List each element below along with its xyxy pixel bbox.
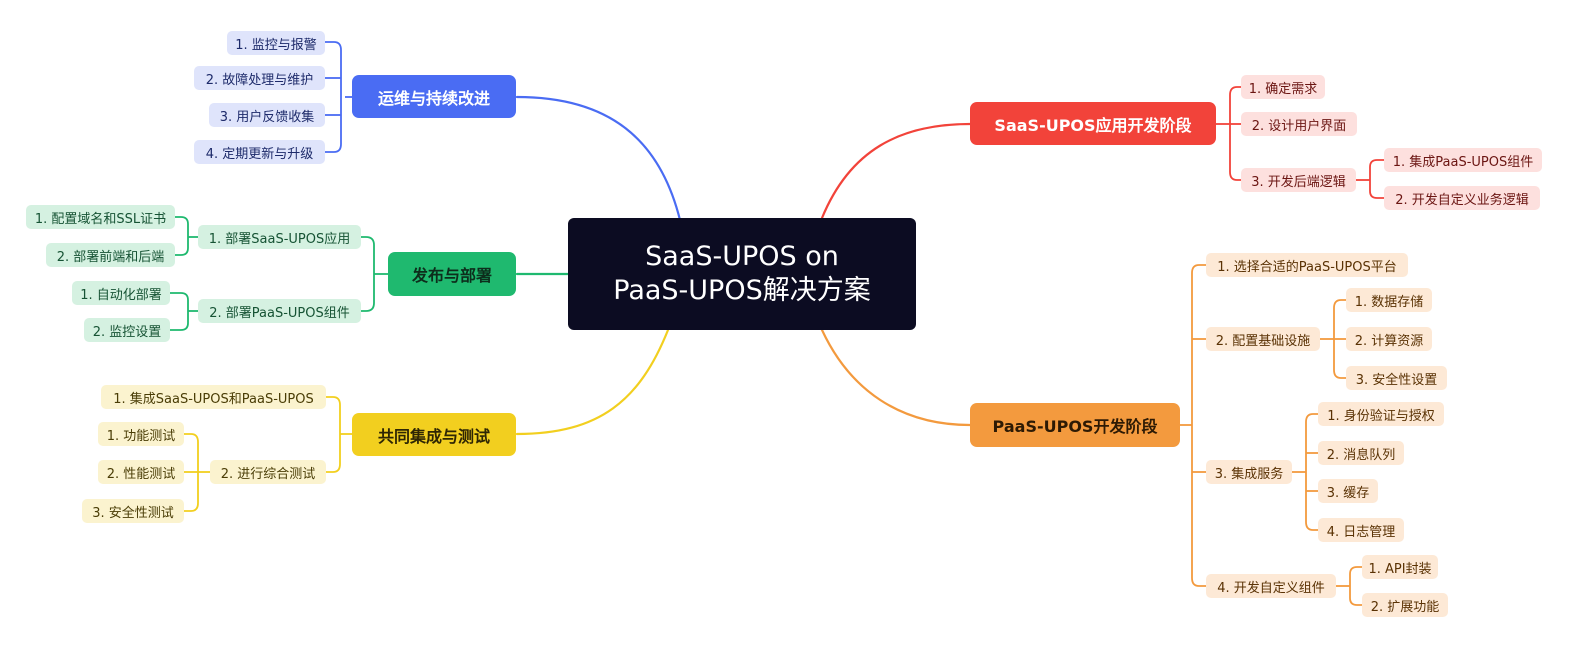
deploy-saas-item-2[interactable]: 2. 部署前端和后端 (46, 243, 175, 267)
integration-test-item-3-label: 3. 安全性测试 (92, 505, 174, 521)
integration-test-item-2[interactable]: 2. 性能测试 (98, 460, 184, 484)
connector-integration-group (184, 396, 352, 512)
ops-item-2[interactable]: 2. 故障处理与维护 (194, 66, 325, 90)
integration-integrate[interactable]: 1. 集成SaaS-UPOS和PaaS-UPOS (101, 385, 326, 409)
root-title-line2: PaaS-UPOS解决方案 (613, 275, 871, 306)
branch-saas-dev[interactable]: SaaS-UPOS应用开发阶段 (970, 102, 1216, 145)
ops-item-4-label: 4. 定期更新与升级 (205, 146, 314, 162)
deploy-saas-label: 1. 部署SaaS-UPOS应用 (208, 231, 351, 247)
root-node[interactable]: SaaS-UPOS on PaaS-UPOS解决方案 (568, 218, 916, 330)
paas-dev-services-label: 3. 集成服务 (1214, 466, 1284, 482)
paas-dev-services-item-4-label: 4. 日志管理 (1326, 524, 1396, 540)
saas-dev-backend-item-2-label: 2. 开发自定义业务逻辑 (1395, 192, 1529, 208)
deploy-saas[interactable]: 1. 部署SaaS-UPOS应用 (198, 225, 361, 249)
deploy-paas-item-1-label: 1. 自动化部署 (80, 287, 162, 303)
branch-integration[interactable]: 共同集成与测试 (352, 413, 516, 456)
branch-paas-dev-label: PaaS-UPOS开发阶段 (992, 417, 1158, 436)
deploy-paas-item-1[interactable]: 1. 自动化部署 (72, 281, 170, 305)
ops-item-4[interactable]: 4. 定期更新与升级 (194, 140, 325, 164)
deploy-saas-item-1[interactable]: 1. 配置域名和SSL证书 (26, 205, 175, 229)
saas-dev-backend[interactable]: 3. 开发后端逻辑 (1241, 168, 1356, 192)
deploy-paas[interactable]: 2. 部署PaaS-UPOS组件 (198, 299, 361, 323)
paas-dev-infra-item-1-label: 1. 数据存储 (1354, 294, 1424, 310)
branch-deploy-label: 发布与部署 (411, 266, 492, 285)
paas-dev-services-item-3[interactable]: 3. 缓存 (1318, 479, 1378, 503)
integration-test-item-1-label: 1. 功能测试 (106, 428, 176, 444)
paas-dev-services-item-1[interactable]: 1. 身份验证与授权 (1318, 402, 1444, 426)
deploy-saas-item-2-label: 2. 部署前端和后端 (56, 249, 165, 265)
ops-item-3[interactable]: 3. 用户反馈收集 (209, 103, 325, 127)
paas-dev-components-item-2[interactable]: 2. 扩展功能 (1362, 593, 1448, 617)
paas-dev-infra-label: 2. 配置基础设施 (1215, 333, 1311, 349)
saas-dev-backend-item-2[interactable]: 2. 开发自定义业务逻辑 (1384, 186, 1540, 210)
paas-dev-infra-item-2[interactable]: 2. 计算资源 (1346, 327, 1432, 351)
paas-dev-components-item-2-label: 2. 扩展功能 (1370, 599, 1440, 615)
paas-dev-services-item-4[interactable]: 4. 日志管理 (1318, 518, 1404, 542)
saas-dev-backend-item-1-label: 1. 集成PaaS-UPOS组件 (1392, 154, 1534, 170)
saas-dev-backend-label: 3. 开发后端逻辑 (1251, 174, 1346, 190)
paas-dev-infra-item-2-label: 2. 计算资源 (1354, 333, 1424, 349)
connector-root-ops (515, 95, 682, 222)
paas-dev-components-label: 4. 开发自定义组件 (1217, 580, 1325, 596)
integration-test-item-1[interactable]: 1. 功能测试 (98, 422, 184, 446)
integration-integrate-label: 1. 集成SaaS-UPOS和PaaS-UPOS (113, 391, 314, 407)
paas-dev-infra[interactable]: 2. 配置基础设施 (1206, 327, 1320, 351)
branch-deploy[interactable]: 发布与部署 (388, 252, 516, 296)
paas-dev-services-item-2-label: 2. 消息队列 (1326, 447, 1396, 463)
connector-root-integration (515, 328, 670, 436)
paas-dev-components-item-1[interactable]: 1. API封装 (1362, 555, 1438, 579)
paas-dev-infra-item-1[interactable]: 1. 数据存储 (1346, 288, 1432, 312)
branch-ops[interactable]: 运维与持续改进 (352, 75, 516, 118)
ops-item-3-label: 3. 用户反馈收集 (219, 109, 315, 125)
paas-dev-components[interactable]: 4. 开发自定义组件 (1206, 574, 1336, 598)
paas-dev-services-item-1-label: 1. 身份验证与授权 (1327, 408, 1435, 424)
deploy-paas-item-2[interactable]: 2. 监控设置 (84, 318, 170, 342)
deploy-paas-item-2-label: 2. 监控设置 (92, 324, 162, 340)
connector-deploy-group (170, 216, 388, 331)
integration-test-label: 2. 进行综合测试 (220, 466, 316, 482)
paas-dev-platform-label: 1. 选择合适的PaaS-UPOS平台 (1217, 259, 1397, 275)
integration-test-item-3[interactable]: 3. 安全性测试 (82, 499, 184, 523)
connector-ops-group (325, 41, 352, 153)
connector-paasdev-group (1180, 264, 1362, 606)
branch-integration-label: 共同集成与测试 (377, 426, 490, 446)
paas-dev-services-item-2[interactable]: 2. 消息队列 (1318, 441, 1404, 465)
branch-paas-dev[interactable]: PaaS-UPOS开发阶段 (970, 403, 1180, 447)
connector-root-saasdev (820, 122, 972, 220)
deploy-paas-label: 2. 部署PaaS-UPOS组件 (209, 305, 350, 321)
paas-dev-infra-item-3[interactable]: 3. 安全性设置 (1346, 366, 1447, 390)
saas-dev-backend-item-1[interactable]: 1. 集成PaaS-UPOS组件 (1384, 148, 1542, 172)
branch-saas-dev-label: SaaS-UPOS应用开发阶段 (994, 115, 1192, 135)
connector-root-paasdev (820, 328, 972, 427)
paas-dev-infra-item-3-label: 3. 安全性设置 (1355, 372, 1438, 388)
paas-dev-services[interactable]: 3. 集成服务 (1206, 460, 1292, 484)
root-title-line1: SaaS-UPOS on (645, 241, 839, 272)
branch-ops-label: 运维与持续改进 (377, 88, 490, 108)
ops-item-1-label: 1. 监控与报警 (235, 37, 317, 53)
paas-dev-platform[interactable]: 1. 选择合适的PaaS-UPOS平台 (1206, 253, 1408, 277)
saas-dev-ui[interactable]: 2. 设计用户界面 (1241, 112, 1357, 136)
paas-dev-services-item-3-label: 3. 缓存 (1326, 485, 1370, 501)
paas-dev-components-item-1-label: 1. API封装 (1368, 561, 1432, 577)
ops-item-1[interactable]: 1. 监控与报警 (227, 31, 325, 55)
integration-test-item-2-label: 2. 性能测试 (106, 466, 176, 482)
saas-dev-requirements-label: 1. 确定需求 (1248, 81, 1318, 97)
ops-item-2-label: 2. 故障处理与维护 (205, 72, 314, 88)
deploy-saas-item-1-label: 1. 配置域名和SSL证书 (34, 211, 167, 227)
saas-dev-requirements[interactable]: 1. 确定需求 (1241, 75, 1325, 99)
saas-dev-ui-label: 2. 设计用户界面 (1251, 118, 1347, 134)
integration-test[interactable]: 2. 进行综合测试 (210, 460, 326, 484)
connector-saasdev-group (1216, 86, 1384, 199)
